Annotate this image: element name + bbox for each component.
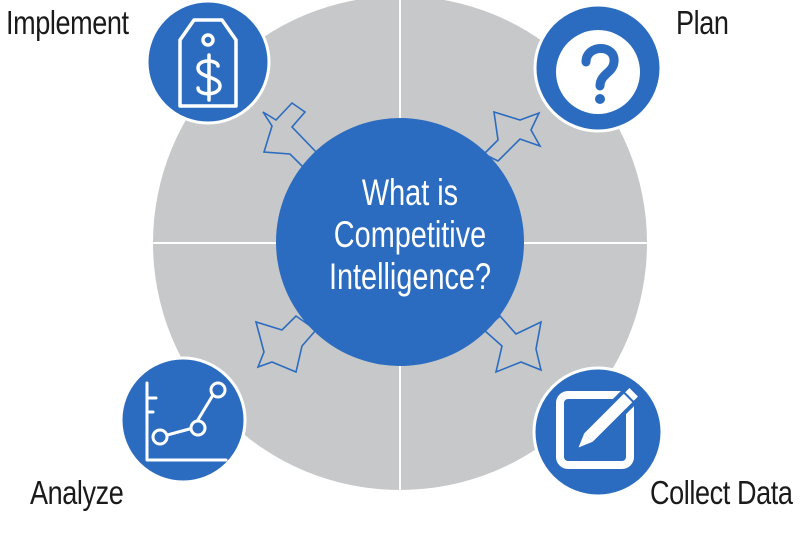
line-chart-icon [145,381,228,462]
arrow-to-analyze [254,314,318,374]
arrow-to-plan [482,110,542,162]
center-title: What is Competitive Intelligence? [324,172,496,298]
label-collect-data: Collect Data [650,474,793,511]
plan-node [533,3,663,133]
analyze-node [119,356,247,484]
center-title-line-2: Competitive [333,214,487,255]
collect-data-node [532,366,664,498]
edit-pencil-icon [556,383,643,469]
label-analyze: Analyze [30,474,124,511]
center-title-line-3: Intelligence? [328,256,492,297]
center-title-line-1: What is [361,172,459,213]
label-implement: Implement [6,4,129,41]
arrow-to-implement [262,101,320,170]
implement-node [145,0,271,125]
label-plan: Plan [676,4,729,41]
price-tag-dollar-icon [178,18,238,108]
question-mark-icon [556,30,640,114]
arrow-to-collect-data [482,314,543,374]
center-circle [276,118,524,366]
